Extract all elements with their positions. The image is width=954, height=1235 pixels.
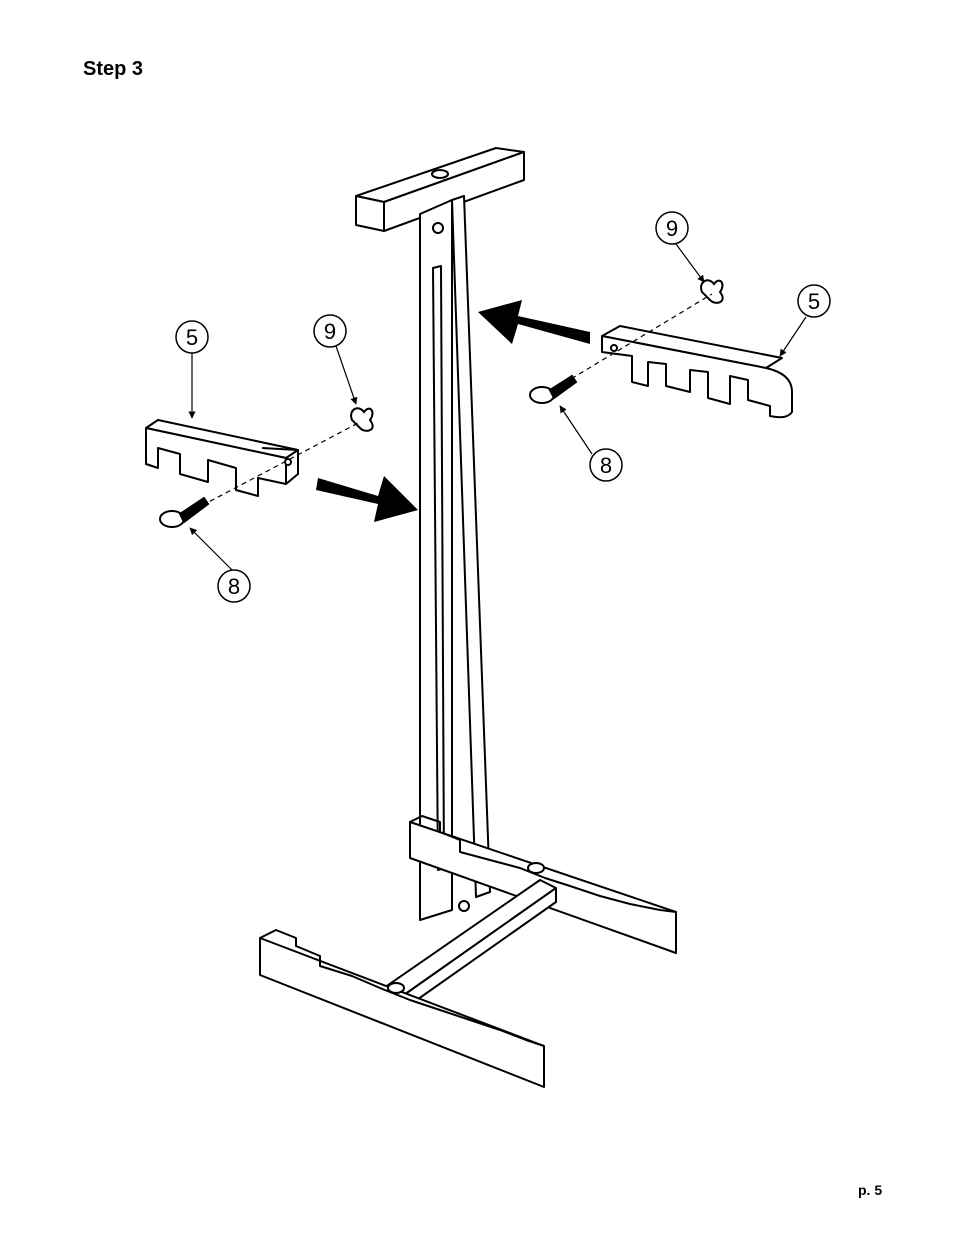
front-base-beam (260, 930, 544, 1087)
page-number: p. 5 (858, 1182, 882, 1198)
right-bolt (530, 376, 576, 403)
callout-right-wingnut: 9 (656, 212, 688, 244)
stand-assembly (260, 148, 676, 1087)
left-wingnut (351, 408, 373, 431)
callout-left-bracket-label: 5 (186, 325, 198, 350)
callout-left-wingnut: 9 (314, 315, 346, 347)
left-insert-arrow (316, 476, 418, 522)
callout-right-bolt: 8 (590, 449, 622, 481)
right-bracket (602, 326, 792, 417)
callout-right-wingnut-label: 9 (666, 216, 678, 241)
callout-left-bolt: 8 (218, 570, 250, 602)
callout-right-bolt-label: 8 (600, 453, 612, 478)
right-wingnut (701, 280, 723, 303)
vertical-post (420, 196, 490, 920)
callout-left-bracket: 5 (176, 321, 208, 353)
callout-right-bracket-label: 5 (808, 289, 820, 314)
left-bolt (160, 498, 208, 527)
callout-left-wingnut-label: 9 (324, 319, 336, 344)
right-insert-arrow (478, 300, 590, 344)
callout-left-bolt-label: 8 (228, 574, 240, 599)
left-bracket (146, 420, 298, 496)
callout-right-bracket: 5 (798, 285, 830, 317)
